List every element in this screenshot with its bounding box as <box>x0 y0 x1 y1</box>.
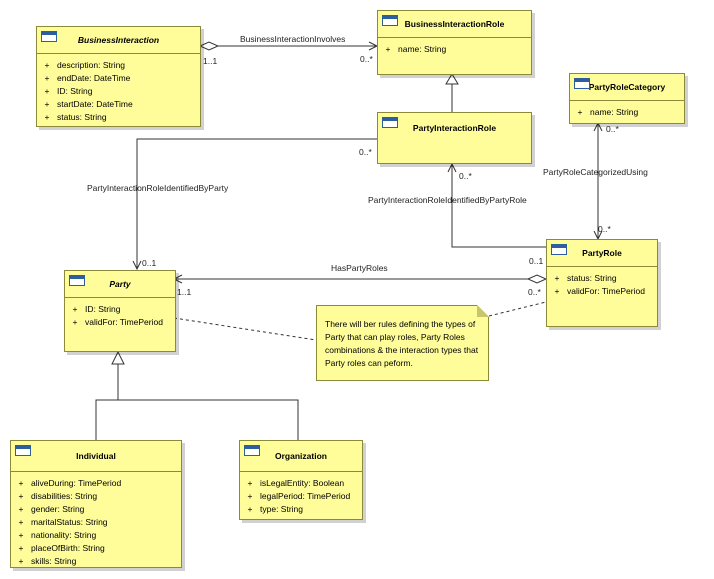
class-name: Party <box>109 279 131 289</box>
class-icon <box>551 244 567 255</box>
assoc-label-pir-party-role: PartyInteractionRoleIdentifiedByPartyRol… <box>368 195 527 205</box>
attribute-row: +type: String <box>247 503 303 514</box>
attribute-list: +name: String <box>570 101 684 121</box>
attribute-list: +aliveDuring: TimePeriod +disabilities: … <box>11 472 181 570</box>
mult-cat-src: 0..* <box>606 124 619 134</box>
class-header: Organization <box>240 441 362 472</box>
class-name: Individual <box>76 451 116 461</box>
class-business-interaction[interactable]: BusinessInteraction +description: String… <box>36 26 201 127</box>
attribute-row: +ID: String <box>72 303 121 314</box>
attribute-row: +gender: String <box>18 503 85 514</box>
mult-has-roles-dst: 0..* <box>528 287 541 297</box>
mult-pir-pr-dst: 0..1 <box>529 256 544 266</box>
attribute-row: +validFor: TimePeriod <box>72 316 163 327</box>
attribute-row: +maritalStatus: String <box>18 516 108 527</box>
attribute-list: +status: String +validFor: TimePeriod <box>547 267 657 300</box>
note-line: Party roles can peform. <box>325 358 413 368</box>
class-header: PartyInteractionRole <box>378 113 531 143</box>
mult-bi-dst: 0..* <box>360 54 373 64</box>
attribute-row: +name: String <box>577 106 639 117</box>
class-header: BusinessInteraction <box>37 27 200 54</box>
class-header: PartyRole <box>547 240 657 267</box>
class-header: Party <box>65 271 175 298</box>
attribute-row: +disabilities: String <box>18 490 98 501</box>
class-party-interaction-role[interactable]: PartyInteractionRole <box>377 112 532 164</box>
attribute-row: +startDate: DateTime <box>44 98 133 109</box>
mult-pir-pr-src: 0..* <box>459 171 472 181</box>
mult-pir-party-src: 0..* <box>359 147 372 157</box>
mult-cat-dst: 0..* <box>598 224 611 234</box>
generalization-triangle-pir <box>445 73 459 85</box>
attribute-row: +endDate: DateTime <box>44 72 131 83</box>
attribute-list: +ID: String +validFor: TimePeriod <box>65 298 175 331</box>
attribute-row: +placeOfBirth: String <box>18 542 105 553</box>
class-party[interactable]: Party +ID: String +validFor: TimePeriod <box>64 270 176 352</box>
class-icon <box>15 445 31 456</box>
attribute-row: +description: String <box>44 59 126 70</box>
connector-pr-pir[interactable] <box>451 164 546 248</box>
class-header: BusinessInteractionRole <box>378 11 531 38</box>
class-name: BusinessInteraction <box>77 35 160 45</box>
note-line: There will ber rules defining the types … <box>325 319 476 329</box>
generalization-branch[interactable] <box>95 399 299 440</box>
class-icon <box>574 78 590 89</box>
mult-bi-src: 1..1 <box>203 56 218 66</box>
arrowhead-pir-party <box>132 260 142 271</box>
assoc-label-role-categorized: PartyRoleCategorizedUsing <box>543 167 648 177</box>
attribute-row: +ID: String <box>44 85 93 96</box>
class-header: PartyRoleCategory <box>570 74 684 101</box>
note-link-party <box>173 317 317 341</box>
connector-pir-party[interactable] <box>136 138 377 269</box>
attribute-list: +name: String <box>378 38 531 58</box>
class-name: PartyRole <box>582 248 622 258</box>
note-line: combinations & the interaction types tha… <box>325 345 479 355</box>
mult-pir-party-dst: 0..1 <box>142 258 157 268</box>
attribute-row: +isLegalEntity: Boolean <box>247 477 345 488</box>
class-party-role[interactable]: PartyRole +status: String +validFor: Tim… <box>546 239 658 327</box>
class-name: BusinessInteractionRole <box>404 19 505 29</box>
class-name: PartyInteractionRole <box>412 123 497 133</box>
class-name: PartyRoleCategory <box>588 82 666 92</box>
attribute-row: +legalPeriod: TimePeriod <box>247 490 351 501</box>
class-name: Organization <box>275 451 327 461</box>
class-icon <box>69 275 85 286</box>
class-icon <box>244 445 260 456</box>
note-link-party-role <box>488 301 547 317</box>
class-icon <box>382 117 398 128</box>
mult-has-roles-src: 1..1 <box>177 287 192 297</box>
class-party-role-category[interactable]: PartyRoleCategory +name: String <box>569 73 685 124</box>
assoc-label-bi-involves: BusinessInteractionInvolves <box>240 34 346 44</box>
attribute-row: +name: String <box>385 43 447 54</box>
class-business-interaction-role[interactable]: BusinessInteractionRole +name: String <box>377 10 532 75</box>
note-fold-corner <box>477 305 489 317</box>
attribute-row: +nationality: String <box>18 529 97 540</box>
generalization-triangle-party <box>111 350 125 365</box>
class-icon <box>41 31 57 42</box>
attribute-row: +skills: String <box>18 555 77 566</box>
comment-note[interactable]: There will ber rules defining the types … <box>316 305 489 381</box>
class-individual[interactable]: Individual +aliveDuring: TimePeriod +dis… <box>10 440 182 568</box>
assoc-label-has-party-roles: HasPartyRoles <box>331 263 388 273</box>
attribute-row: +status: String <box>554 272 617 283</box>
class-header: Individual <box>11 441 181 472</box>
class-organization[interactable]: Organization +isLegalEntity: Boolean +le… <box>239 440 363 520</box>
note-line: Party that can play roles, Party Roles <box>325 332 465 342</box>
arrowhead-pr-pir <box>447 162 457 173</box>
assoc-label-pir-party: PartyInteractionRoleIdentifiedByParty <box>87 183 229 193</box>
aggregation-diamond-has-roles <box>526 274 548 284</box>
attribute-row: +validFor: TimePeriod <box>554 285 645 296</box>
attribute-list: +description: String +endDate: DateTime … <box>37 54 200 126</box>
class-icon <box>382 15 398 26</box>
attribute-row: +status: String <box>44 111 107 122</box>
attribute-row: +aliveDuring: TimePeriod <box>18 477 122 488</box>
aggregation-diamond-bi <box>198 41 220 51</box>
attribute-list: +isLegalEntity: Boolean +legalPeriod: Ti… <box>240 472 362 518</box>
